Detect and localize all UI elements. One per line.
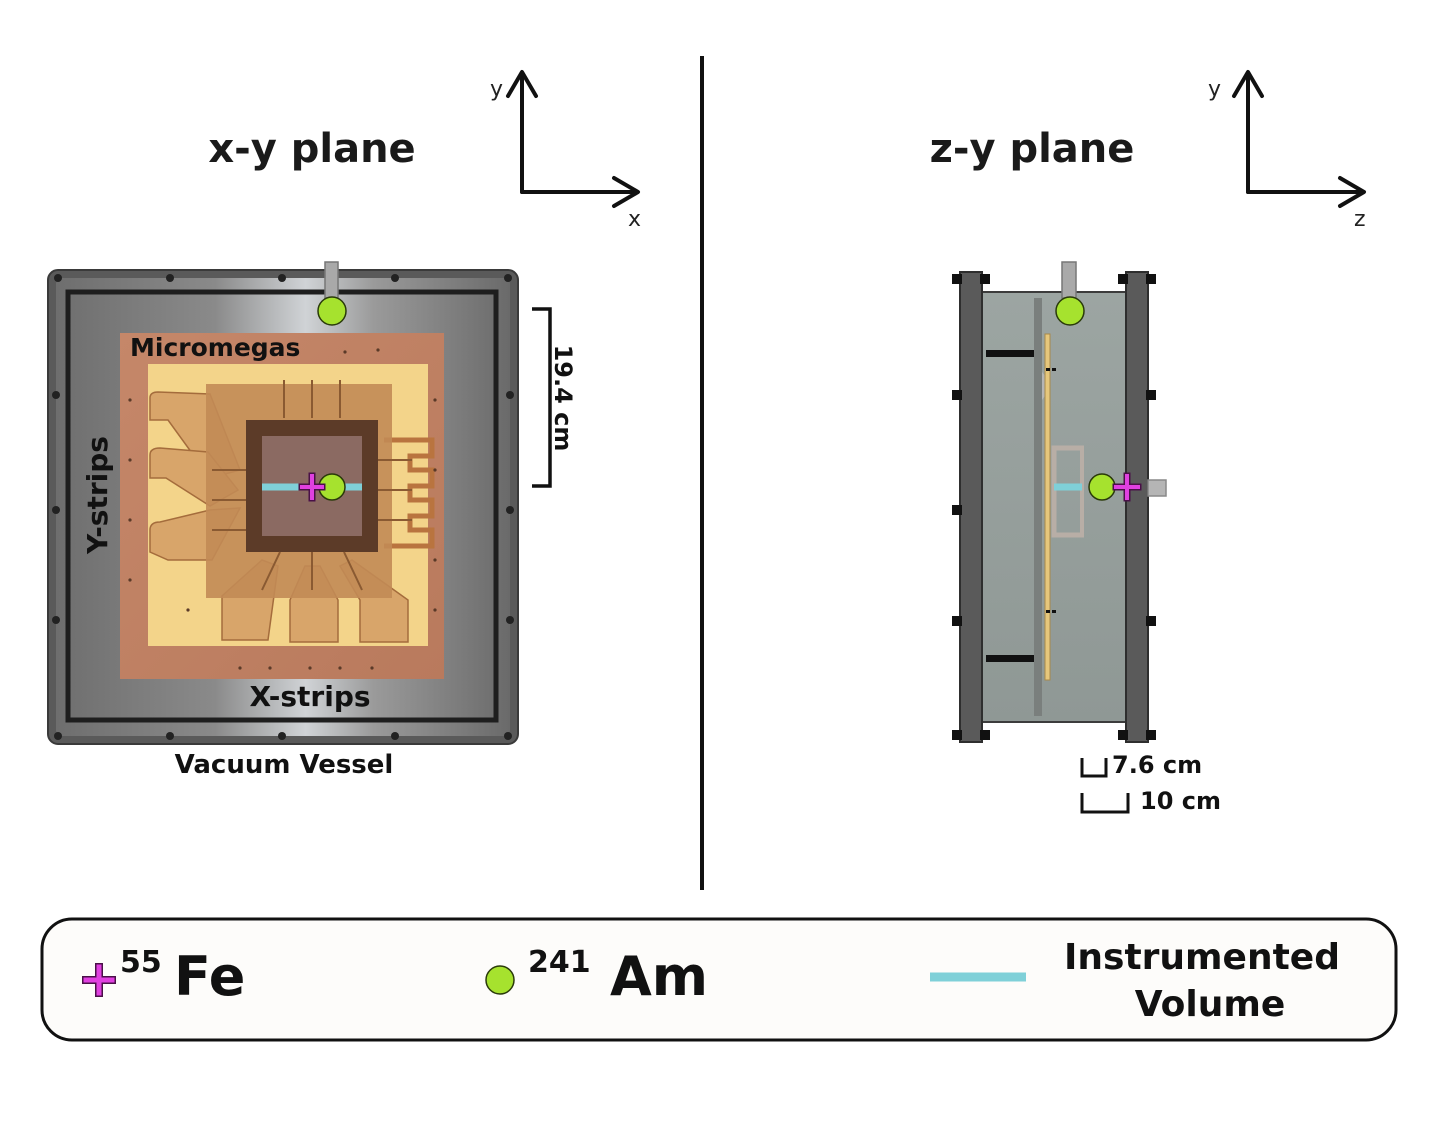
fe55-source-xy — [300, 474, 324, 500]
am241-source-top-zy — [1055, 296, 1085, 326]
scale-bar-10cm: 10 cm — [1080, 787, 1221, 815]
panel-zy: z-y plane y z — [930, 70, 1366, 815]
legend-fe55-mass: 55 — [120, 945, 162, 980]
feedthrough-pipe-zy — [1061, 261, 1077, 299]
flange-right — [1125, 271, 1149, 743]
fe55-source-zy — [1114, 474, 1140, 500]
flange-left — [959, 271, 983, 743]
am241-source-center-zy — [1088, 473, 1116, 501]
label-x-strips: X-strips — [249, 680, 370, 713]
panel-xy: x-y plane y x — [47, 70, 641, 780]
legend-instrumented-label-line2: Volume — [1135, 984, 1286, 1025]
feedthrough-pipe-xy — [324, 261, 339, 299]
legend-am241-symbol: Am — [610, 945, 708, 1008]
panel-title-zy: z-y plane — [930, 126, 1135, 172]
legend-fe55-marker — [83, 964, 115, 996]
field-bar-bottom — [986, 655, 1034, 662]
right-serpentine-trace — [384, 437, 435, 549]
legend-instrumented-label-line1: Instrumented — [1064, 937, 1340, 978]
y-axis-arrowhead — [506, 70, 538, 98]
axis-label-x: x — [628, 207, 641, 232]
source-pipe-zy — [1147, 479, 1167, 497]
signal-traces — [212, 380, 412, 591]
board-dots — [128, 348, 437, 670]
micromegas-board — [120, 333, 444, 679]
label-vacuum-vessel: Vacuum Vessel — [175, 750, 394, 780]
axis-label-y-right: y — [1208, 77, 1221, 102]
x-axis-arrowhead — [612, 176, 640, 208]
vacuum-vessel-zy — [952, 261, 1167, 743]
axis-label-z: z — [1354, 207, 1366, 232]
legend-am241-marker — [485, 965, 515, 995]
field-bar-top — [986, 350, 1034, 357]
axes-zy — [1232, 70, 1366, 208]
cathode-support — [1034, 298, 1042, 716]
legend-item-am241: 241 Am — [485, 945, 708, 1008]
legend-item-instrumented-volume: Instrumented Volume — [930, 937, 1340, 1025]
micromegas-plane-zy — [1044, 333, 1051, 681]
label-micromegas: Micromegas — [130, 333, 300, 362]
axes-xy — [506, 70, 640, 208]
scale-label-10cm: 10 cm — [1140, 787, 1221, 815]
am241-source-top-xy — [317, 296, 347, 326]
flange-bolts — [952, 274, 1156, 740]
legend-fe55-symbol: Fe — [174, 945, 245, 1008]
scale-bar-19-4cm: 19.4 cm — [532, 307, 577, 488]
panel-title-xy: x-y plane — [208, 126, 415, 172]
readout-frame — [1051, 445, 1084, 538]
scale-label-7-6cm: 7.6 cm — [1112, 751, 1202, 779]
y-axis-arrowhead-right — [1232, 70, 1264, 98]
label-y-strips: Y-strips — [81, 436, 114, 555]
vessel-bolts — [52, 274, 514, 740]
scale-bar-7-6cm: 7.6 cm — [1080, 751, 1202, 779]
scale-label-19-4cm: 19.4 cm — [549, 345, 577, 452]
legend-am241-mass: 241 — [528, 945, 591, 980]
legend: 55 Fe 241 Am Instrumented Volume — [40, 917, 1398, 1042]
axis-label-y-left: y — [490, 77, 503, 102]
legend-item-fe55: 55 Fe — [82, 945, 245, 1008]
legend-box — [40, 917, 1398, 1042]
z-axis-arrowhead — [1338, 176, 1366, 208]
